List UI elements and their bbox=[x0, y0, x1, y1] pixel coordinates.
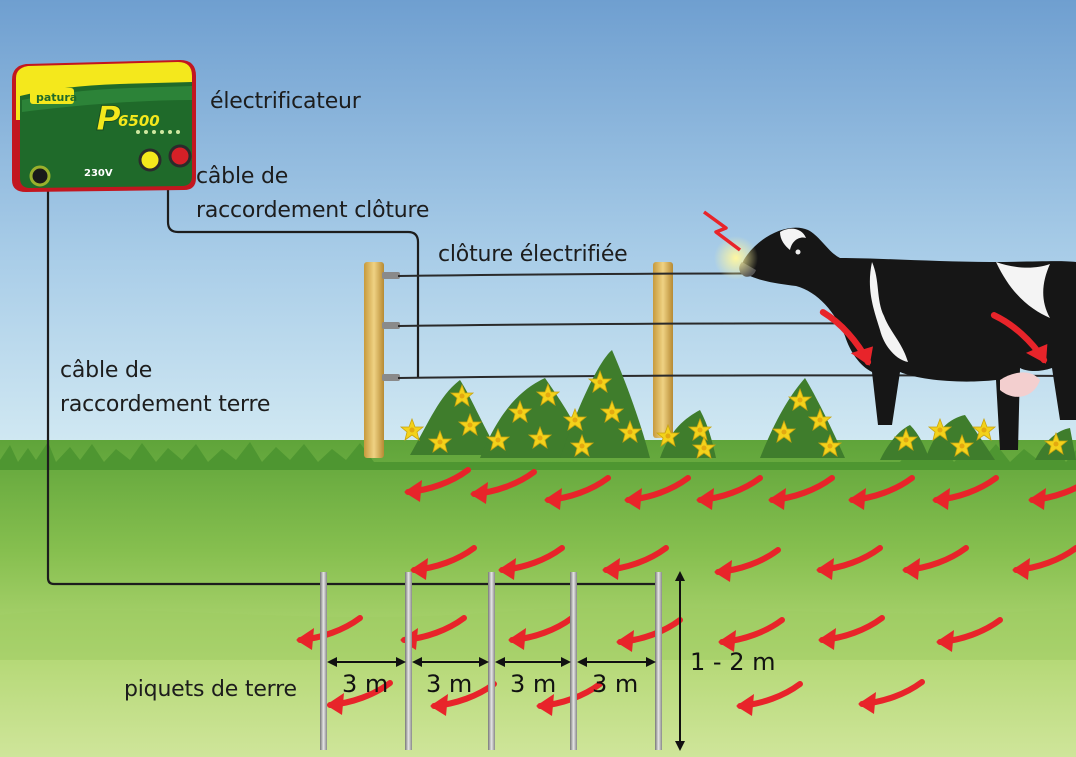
earth-rod-1 bbox=[320, 572, 327, 750]
earth-rod-2 bbox=[405, 572, 412, 750]
label-earth-cable-line1: câble de bbox=[60, 358, 153, 383]
earth-rods bbox=[320, 572, 662, 750]
fence-post-2 bbox=[653, 262, 673, 438]
rod-gap-3: 3 m bbox=[510, 670, 557, 698]
label-fence-cable-line1: câble de bbox=[196, 164, 289, 189]
fence-post-1 bbox=[364, 262, 384, 458]
insulator-top bbox=[382, 272, 400, 279]
device-voltage: 230V bbox=[84, 168, 113, 179]
label-earth-rods: piquets de terre bbox=[124, 677, 297, 702]
insulator-middle bbox=[382, 322, 400, 329]
label-earth-cable-line2: raccordement terre bbox=[60, 392, 271, 417]
earth-rod-4 bbox=[570, 572, 577, 750]
label-fence-cable-line2: raccordement clôture bbox=[196, 198, 430, 223]
device-brand: patura bbox=[36, 91, 77, 104]
flower-plants bbox=[410, 350, 1076, 460]
rod-depth: 1 - 2 m bbox=[690, 648, 776, 676]
label-energizer: électrificateur bbox=[210, 89, 361, 114]
fence-connection-cable bbox=[166, 160, 420, 378]
grass-tufts bbox=[0, 442, 1076, 470]
fence-terminal-yellow-icon bbox=[138, 148, 162, 172]
earth-rod-3 bbox=[488, 572, 495, 750]
label-electric-fence: clôture électrifiée bbox=[438, 242, 628, 267]
rod-gap-2: 3 m bbox=[426, 670, 473, 698]
shock-glow bbox=[714, 236, 758, 280]
rod-gap-4: 3 m bbox=[592, 670, 639, 698]
device-model-number: 6500 bbox=[118, 112, 160, 130]
earth-terminal-icon bbox=[29, 165, 51, 187]
insulator-bottom bbox=[382, 374, 400, 381]
device-indicator-leds bbox=[136, 130, 180, 134]
dimension-arrows bbox=[327, 571, 685, 751]
energizer-device: patura P 6500 230V bbox=[12, 60, 196, 192]
earth-rod-5 bbox=[655, 572, 662, 750]
shock-spark-icon bbox=[702, 210, 742, 252]
cow bbox=[739, 227, 1076, 450]
device-model-prefix: P bbox=[96, 99, 121, 139]
grass-ground bbox=[0, 440, 1076, 757]
rod-gap-1: 3 m bbox=[342, 670, 389, 698]
fence-terminal-red-icon bbox=[168, 144, 192, 168]
earth-cable bbox=[46, 180, 660, 586]
